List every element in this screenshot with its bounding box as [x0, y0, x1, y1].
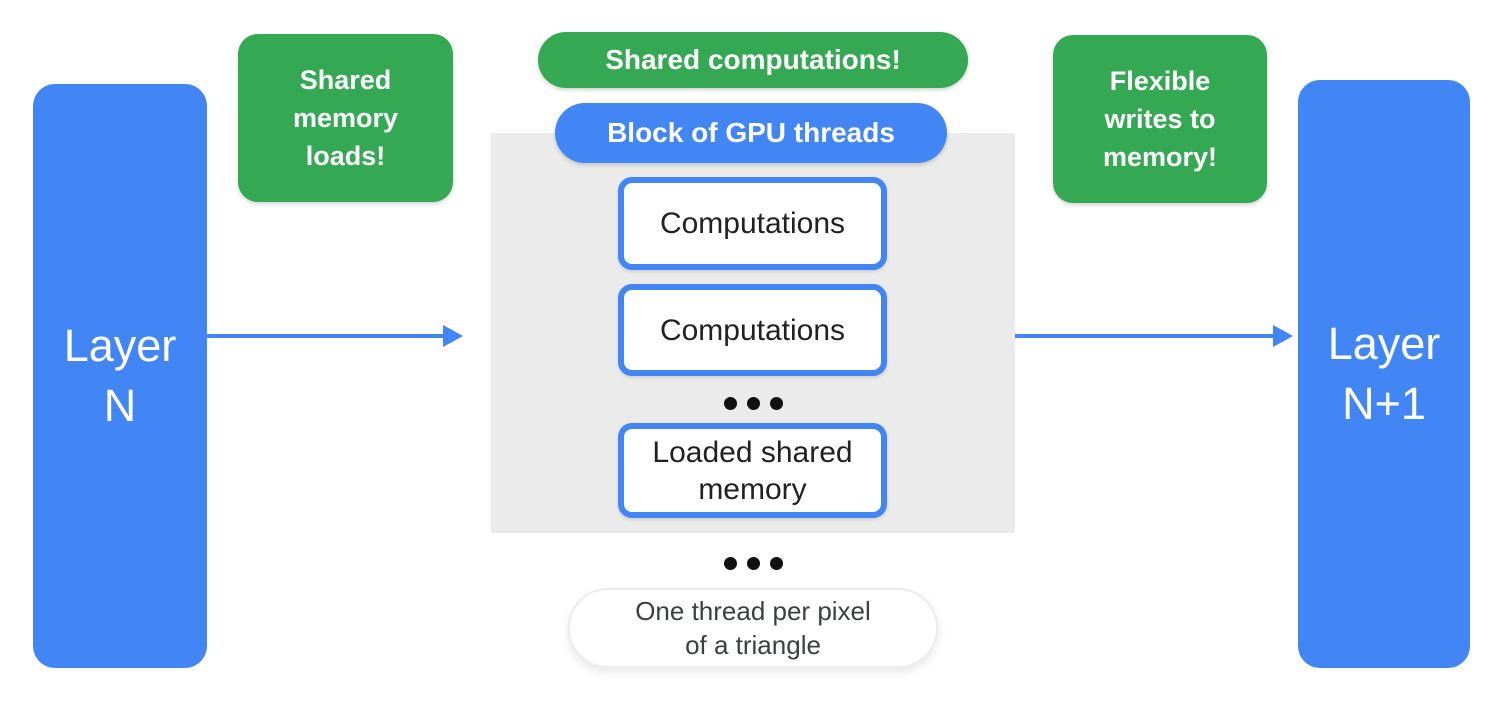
computations-box-1: Computations [618, 177, 887, 270]
dot-icon [769, 396, 783, 410]
computations-box-2: Computations [618, 284, 887, 376]
callout-shared-memory-loads: Shared memory loads! [238, 34, 453, 202]
dot-icon [746, 556, 760, 570]
loaded-shared-memory-box: Loaded shared memory [618, 423, 887, 518]
dot-icon [769, 556, 783, 570]
callout-flexible-writes: Flexible writes to memory! [1053, 35, 1267, 203]
layer-n-plus-1-box: Layer N+1 [1298, 80, 1470, 668]
dot-icon [723, 396, 737, 410]
footnote-one-thread-per-pixel: One thread per pixel of a triangle [568, 588, 938, 668]
output-arrow-line [1015, 334, 1275, 338]
dot-icon [723, 556, 737, 570]
dot-icon [746, 396, 760, 410]
ellipsis-dots-inner [491, 396, 1015, 410]
ellipsis-dots-outer [491, 556, 1015, 570]
output-arrow-head-icon [1273, 325, 1293, 347]
layer-n-box: Layer N [33, 84, 207, 668]
input-arrow-line [207, 334, 445, 338]
block-of-gpu-threads-pill: Block of GPU threads [555, 103, 947, 163]
input-arrow-head-icon [443, 325, 463, 347]
callout-shared-computations: Shared computations! [538, 32, 968, 88]
